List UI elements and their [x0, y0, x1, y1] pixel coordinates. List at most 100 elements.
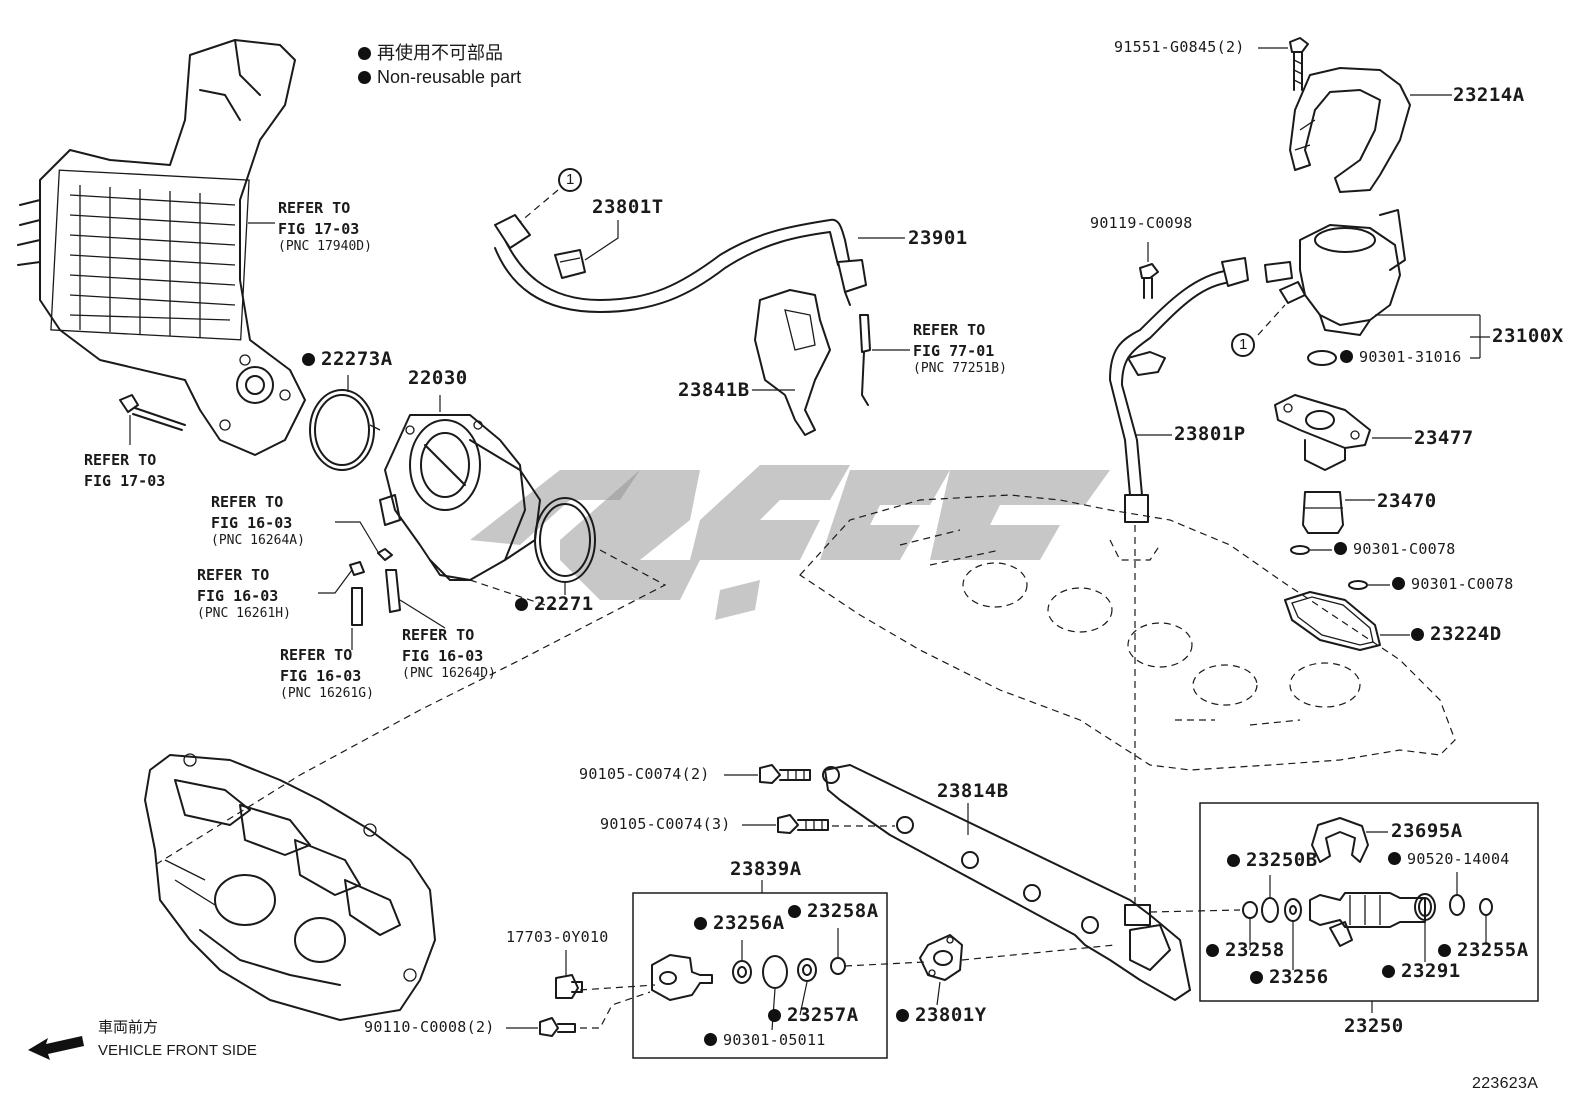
part-label-22273a[interactable]: 22273A — [302, 350, 393, 369]
part-label-90105-3[interactable]: 90105-C0074(3) — [600, 815, 731, 833]
part-label-22271[interactable]: 22271 — [515, 595, 594, 614]
kit-box-23250 — [1199, 802, 1539, 1002]
part-label-23256[interactable]: 23256 — [1250, 968, 1329, 987]
intake-manifold-drawing — [144, 753, 436, 1021]
part-label-23814b[interactable]: 23814B — [937, 780, 1009, 802]
spacer-23477-drawing — [1274, 394, 1371, 471]
leader-23100x — [1375, 314, 1490, 359]
ref-note-fig77[interactable]: REFER TO FIG 77-01 (PNC 77251B) — [913, 320, 1007, 375]
part-label-23250[interactable]: 23250 — [1344, 1015, 1404, 1037]
part-label-90301-c0078a[interactable]: 90301-C0078 — [1334, 542, 1456, 557]
part-label-23250b[interactable]: 23250B — [1227, 851, 1318, 870]
part-label-23470[interactable]: 23470 — [1377, 490, 1437, 512]
part-label-90301-c0078b[interactable]: 90301-C0078 — [1392, 577, 1514, 592]
oring-90301-c0078b-drawing — [1348, 580, 1368, 590]
legend-jp-text: 再使用不可部品 — [377, 43, 503, 63]
oring-90301-c0078a-drawing — [1290, 545, 1310, 555]
fuel-rail-23814b-drawing — [822, 764, 1191, 1001]
part-label-23839a[interactable]: 23839A — [730, 858, 802, 880]
part-label-23801t[interactable]: 23801T — [592, 196, 664, 218]
ref-note-bolt[interactable]: REFER TO FIG 17-03 — [84, 450, 165, 492]
ref-note-fig16-d[interactable]: REFER TO FIG 16-03 (PNC 16264D) — [402, 625, 496, 680]
non-reusable-dot-icon — [1438, 944, 1451, 957]
non-reusable-dot-icon — [694, 917, 707, 930]
part-label-23224d[interactable]: 23224D — [1411, 625, 1502, 644]
ring-23258-drawing — [1242, 901, 1258, 919]
plug-17703-drawing — [555, 974, 583, 999]
non-reusable-dot-icon — [1227, 854, 1240, 867]
bolt-90105-3-drawing — [777, 814, 829, 834]
part-label-23801y[interactable]: 23801Y — [896, 1006, 987, 1025]
part-label-23100x[interactable]: 23100X — [1492, 325, 1564, 347]
part-label-90301-05011[interactable]: 90301-05011 — [704, 1033, 826, 1048]
non-reusable-dot-icon — [896, 1009, 909, 1022]
part-label-22030[interactable]: 22030 — [408, 367, 468, 389]
part-number: 22273A — [321, 348, 393, 370]
non-reusable-dot-icon — [704, 1033, 717, 1046]
part-label-91551[interactable]: 91551-G0845(2) — [1114, 38, 1245, 56]
part-label-90520[interactable]: 90520-14004 — [1388, 852, 1510, 867]
ref-note-line2: FIG 16-03 — [197, 587, 279, 605]
ref-note-fig16-a[interactable]: REFER TO FIG 16-03 (PNC 16264A) — [211, 492, 305, 547]
part-number: 23257A — [787, 1004, 859, 1026]
part-label-90105-2[interactable]: 90105-C0074(2) — [579, 765, 710, 783]
part-label-23801p[interactable]: 23801P — [1174, 423, 1246, 445]
dashed-guide-circle1-top — [519, 189, 559, 223]
part-label-23257a[interactable]: 23257A — [768, 1006, 859, 1025]
ref-note-line2: FIG 16-03 — [402, 647, 484, 665]
non-reusable-dot-icon — [1250, 971, 1263, 984]
part-label-23477[interactable]: 23477 — [1414, 427, 1474, 449]
ref-note-fig16-b[interactable]: REFER TO FIG 16-03 (PNC 16261H) — [197, 565, 291, 620]
gasket-23224d-drawing — [1284, 591, 1381, 651]
part-label-23841b[interactable]: 23841B — [678, 379, 750, 401]
ref-note-line1: REFER TO — [278, 199, 351, 217]
front-side-label-jp: 車両前方 — [98, 1019, 159, 1036]
part-number: 90301-C0078 — [1353, 540, 1456, 558]
part-label-23214a[interactable]: 23214A — [1453, 84, 1525, 106]
front-side-label-en: VEHICLE FRONT SIDE — [98, 1042, 257, 1059]
non-reusable-dot-icon — [768, 1009, 781, 1022]
part-label-23695a[interactable]: 23695A — [1391, 820, 1463, 842]
part-label-23256a[interactable]: 23256A — [694, 914, 785, 933]
sensor-body-drawing — [651, 954, 713, 1001]
leader-fig16-d — [399, 599, 446, 629]
ref-note-pnc: (PNC 16264A) — [211, 533, 305, 548]
ring-23257a-drawing — [797, 958, 817, 982]
part-number: 23224D — [1430, 623, 1502, 645]
ref-note-line2: FIG 17-03 — [278, 220, 360, 238]
ref-note-intercooler[interactable]: REFER TO FIG 17-03 (PNC 17940D) — [278, 198, 372, 253]
pump-23100x-drawing — [1264, 209, 1406, 336]
ref-note-pnc: (PNC 16261H) — [197, 606, 291, 621]
non-reusable-dot-icon — [1334, 542, 1347, 555]
part-label-17703[interactable]: 17703-0Y010 — [506, 928, 609, 946]
dashed-guide-throttle — [154, 549, 667, 866]
non-reusable-dot-icon — [1388, 852, 1401, 865]
part-label-23901[interactable]: 23901 — [908, 227, 968, 249]
part-label-23255a[interactable]: 23255A — [1438, 941, 1529, 960]
bolt-90105-2-drawing — [759, 764, 811, 784]
throttle-body-drawing — [379, 414, 541, 581]
part-number: 23291 — [1401, 960, 1461, 982]
oring-90301-05011-drawing — [762, 955, 788, 989]
ref-note-line1: REFER TO — [280, 646, 353, 664]
bolt-91551-drawing — [1289, 37, 1309, 91]
part-number: 23256 — [1269, 966, 1329, 988]
part-number: 23258A — [807, 900, 879, 922]
ring-23255a-drawing — [1479, 898, 1493, 916]
non-reusable-dot-icon — [302, 353, 315, 366]
dashed-guide-kit-bolts — [579, 984, 656, 1029]
part-label-90301-31016[interactable]: 90301-31016 — [1340, 350, 1462, 365]
circle-ref-label-right: 1 — [1239, 336, 1248, 353]
circle-ref-marker-top — [558, 168, 582, 192]
part-label-23258a[interactable]: 23258A — [788, 902, 879, 921]
ref-note-line1: REFER TO — [84, 451, 157, 469]
part-label-90119[interactable]: 90119-C0098 — [1090, 214, 1193, 232]
connector-23801t-drawing — [554, 249, 586, 279]
part-label-23258[interactable]: 23258 — [1206, 941, 1285, 960]
ref-note-fig16-c[interactable]: REFER TO FIG 16-03 (PNC 16261G) — [280, 645, 374, 700]
ref-note-line2: FIG 16-03 — [280, 667, 362, 685]
part-label-23291[interactable]: 23291 — [1382, 962, 1461, 981]
ring-23256a-drawing — [732, 960, 752, 984]
part-label-90110[interactable]: 90110-C0008(2) — [364, 1018, 495, 1036]
kit-box-23839a — [632, 892, 888, 1059]
